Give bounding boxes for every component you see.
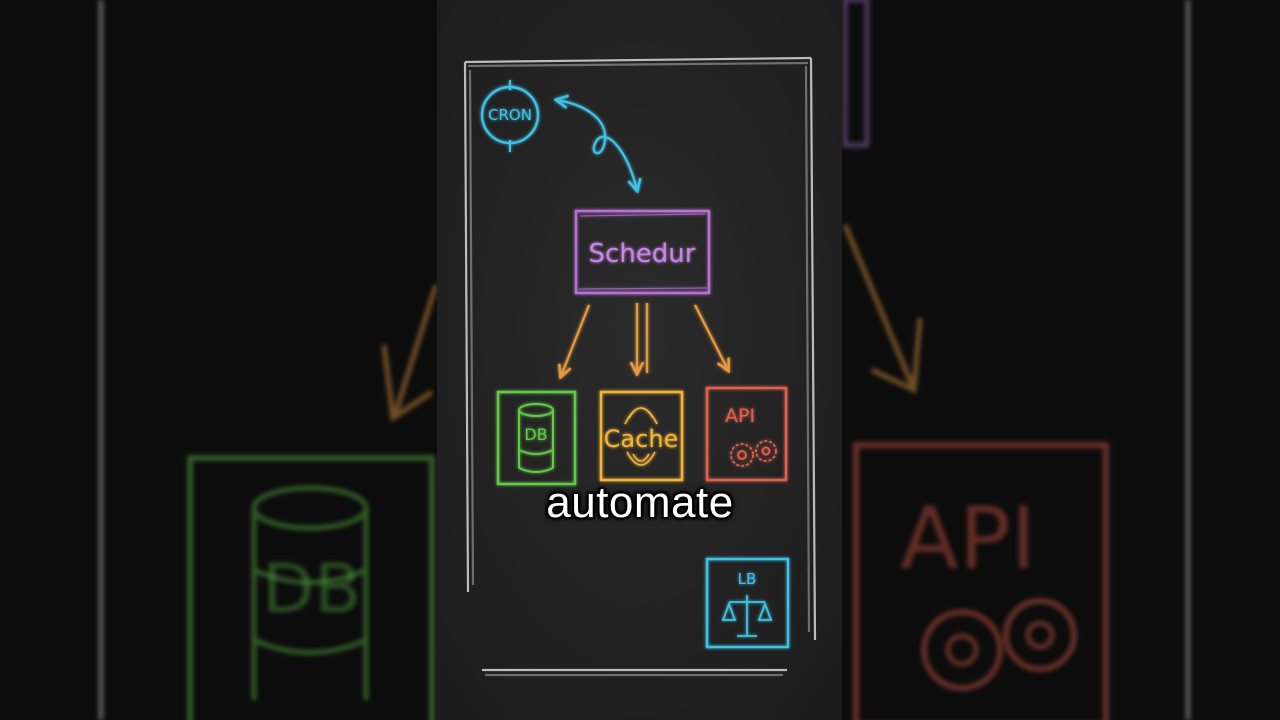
- scheduler-output-arrows: [561, 303, 728, 376]
- cron-node: CRON: [480, 80, 540, 152]
- cache-label: Cache: [604, 425, 679, 453]
- subtitle-caption: automate: [546, 478, 734, 527]
- arrow-to-db: [561, 304, 591, 376]
- cache-node: Cache: [599, 390, 684, 482]
- db-label: DB: [524, 425, 547, 444]
- api-node: API: [705, 386, 788, 482]
- background-api-label: API: [900, 489, 1036, 589]
- arrow-to-api: [694, 304, 728, 370]
- cron-scheduler-arrow: [557, 100, 637, 190]
- api-label: API: [725, 405, 755, 427]
- database-cylinder-icon: [518, 403, 554, 473]
- chalk-frame: [463, 56, 817, 677]
- lb-node: LB: [705, 557, 790, 649]
- chalkboard-diagram: CRON Schedur DB: [437, 0, 842, 720]
- scheduler-node: Schedur: [574, 209, 711, 295]
- fingerprint-icon: [624, 407, 658, 466]
- balance-scale-icon: [721, 595, 773, 637]
- gears-icon: [730, 440, 777, 467]
- cron-label: CRON: [488, 106, 532, 124]
- lb-label: LB: [738, 570, 757, 588]
- scheduler-label: Schedur: [589, 239, 696, 269]
- background-db-label: DB: [262, 550, 361, 629]
- db-node: DB: [496, 390, 577, 486]
